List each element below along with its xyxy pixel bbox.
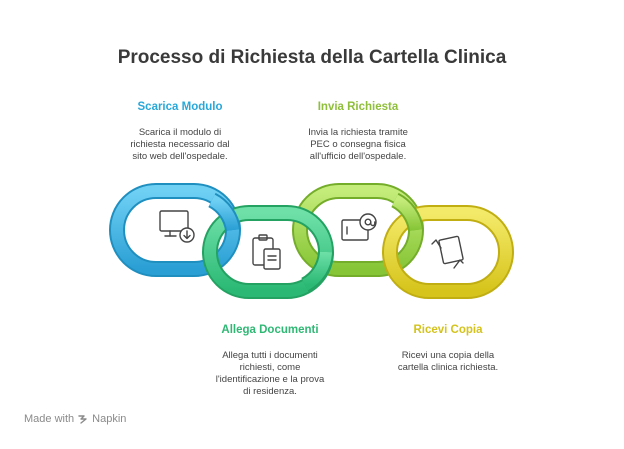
desc-line: Ricevi una copia della <box>401 350 495 361</box>
desc-line: sito web dell'ospedale. <box>132 151 228 162</box>
desc-line: all'ufficio dell'ospedale. <box>309 151 407 162</box>
desc-line: Invia la richiesta tramite <box>308 127 408 138</box>
page-title: Processo di Richiesta della Cartella Cli… <box>117 47 507 68</box>
computer-download-icon <box>159 210 195 243</box>
chain-overlap-green <box>300 251 334 293</box>
napkin-brand-label: Napkin <box>92 413 127 425</box>
desc-line: PEC o consegna fisica <box>310 139 406 150</box>
desc-line: di residenza. <box>243 386 297 397</box>
desc-line: richiesta necessario dal <box>130 139 230 150</box>
hand-document-icon <box>431 235 464 269</box>
desc-line: Allega tutti i documenti <box>222 350 318 361</box>
step-desc-invia-richiesta: Invia la richiesta tramite PEC o consegn… <box>283 127 433 163</box>
step-title-scarica-modulo: Scarica Modulo <box>137 101 223 113</box>
desc-line: Scarica il modulo di <box>138 127 222 138</box>
clipboard-document-icon <box>252 234 281 270</box>
email-at-icon <box>341 213 377 241</box>
step-title-ricevi-copia: Ricevi Copia <box>413 324 483 336</box>
desc-line: richiesti, come <box>239 362 301 373</box>
step-title-allega-documenti: Allega Documenti <box>221 324 319 336</box>
step-desc-ricevi-copia: Ricevi una copia della cartella clinica … <box>373 350 523 374</box>
chain-overlap-blue <box>207 192 241 232</box>
footer-made-with-napkin[interactable]: Made with Napkin <box>24 413 126 425</box>
chain-overlap-lime <box>390 192 424 232</box>
chain-link-yellow <box>382 205 514 299</box>
made-with-label: Made with <box>24 413 75 425</box>
step-title-invia-richiesta: Invia Richiesta <box>317 101 399 113</box>
desc-line: cartella clinica richiesta. <box>397 362 499 373</box>
napkin-logo-icon <box>78 415 87 424</box>
step-desc-allega-documenti: Allega tutti i documenti richiesti, come… <box>195 350 345 398</box>
desc-line: l'identificazione e la prova <box>215 374 325 385</box>
step-desc-scarica-modulo: Scarica il modulo di richiesta necessari… <box>105 127 255 163</box>
